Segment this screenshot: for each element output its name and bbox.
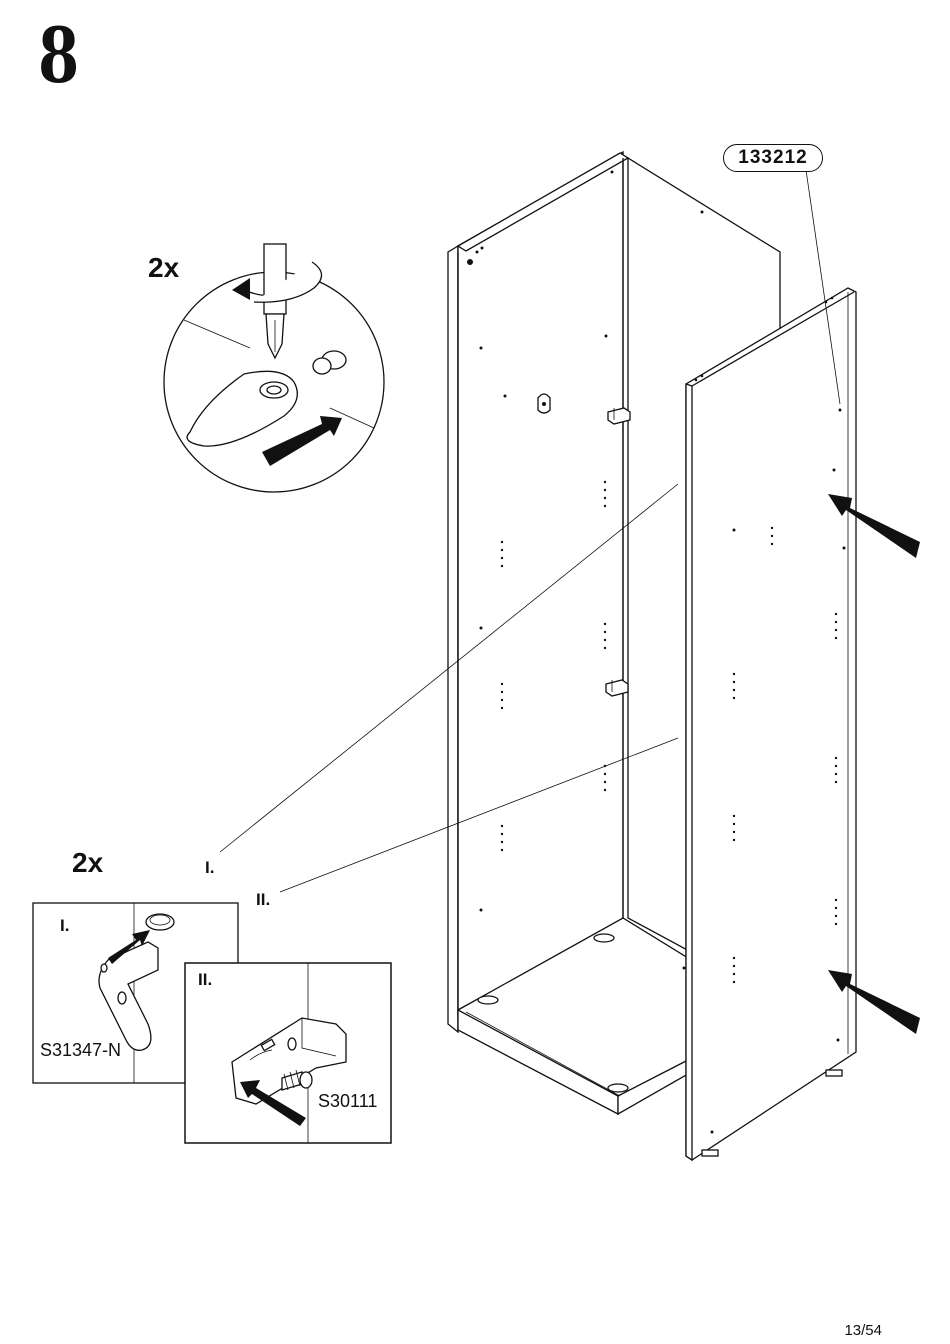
- detail-box-ii: [185, 963, 391, 1143]
- detail-i-part-code: S31347-N: [40, 1040, 121, 1061]
- detail-ii-part-code: S30111: [318, 1091, 377, 1112]
- detail-reference-ii: II.: [256, 890, 270, 910]
- panel-part-number: 133212: [723, 144, 823, 172]
- quantity-label: 2x: [72, 847, 103, 879]
- page-number: 13/54: [844, 1322, 882, 1339]
- detail-i-label: I.: [60, 916, 69, 936]
- cam-lock-detail: [164, 244, 384, 492]
- detail-reference-i: I.: [205, 858, 214, 878]
- right-side-panel: [686, 288, 856, 1160]
- detail-ii-label: II.: [198, 970, 212, 990]
- quantity-label: 2x: [148, 252, 179, 284]
